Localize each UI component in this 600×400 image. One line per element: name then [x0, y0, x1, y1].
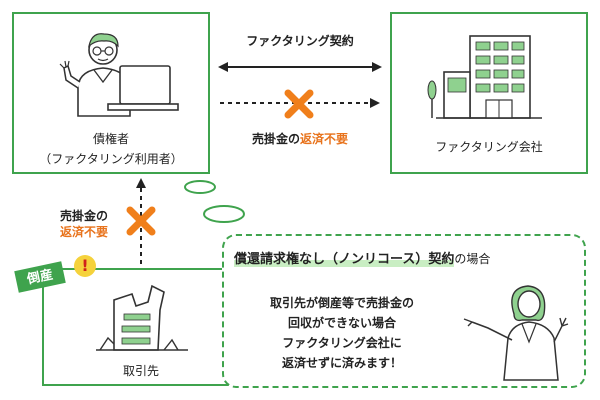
no-repayment-top-emphasis: 返済不要	[300, 132, 349, 146]
debtor-box: 取引先	[42, 268, 240, 386]
no-repayment-top-label: 売掛金の返済不要	[218, 130, 382, 147]
creditor-label: 債権者	[92, 132, 129, 146]
non-recourse-body-line3: ファクタリング会社に	[282, 336, 402, 350]
person-with-laptop-icon	[59, 33, 179, 117]
no-repayment-left-line2: 返済不要	[59, 225, 108, 239]
no-repayment-left-line1: 売掛金の	[59, 209, 108, 223]
bankruptcy-badge-label: 倒産	[25, 267, 55, 288]
non-recourse-body-line1: 取引先が倒産等で売掛金の	[269, 296, 414, 310]
factoring-company-box: ファクタリング会社	[390, 12, 588, 174]
cross-icon	[126, 206, 156, 236]
non-recourse-panel: 償還請求権なし（ノンリコース）契約の場合 取引先が倒産等で売掛金の 回収ができな…	[222, 234, 586, 388]
non-recourse-title-emphasis: 償還請求権なし（ノンリコース）契約	[234, 252, 455, 267]
non-recourse-body-line4: 返済せずに済みます！	[281, 356, 402, 370]
no-repayment-top-prefix: 売掛金の	[251, 132, 300, 146]
factoring-company-label: ファクタリング会社	[435, 140, 543, 154]
alert-mark: !	[81, 256, 89, 275]
thought-bubble-dots	[184, 180, 245, 223]
contract-label: ファクタリング契約	[246, 34, 354, 48]
creditor-box: 債権者 （ファクタリング利用者）	[12, 12, 210, 174]
woman-pointing-icon	[463, 285, 569, 381]
debtor-label: 取引先	[122, 364, 159, 378]
non-recourse-title: 償還請求権なし（ノンリコース）契約の場合	[234, 248, 490, 267]
creditor-sublabel: （ファクタリング利用者）	[39, 152, 183, 166]
alert-icon: !	[74, 255, 96, 277]
collapsed-building-icon	[96, 284, 188, 351]
debtor-dashed-arrow	[136, 178, 146, 268]
non-recourse-title-suffix: の場合	[454, 252, 491, 266]
office-building-icon	[427, 35, 542, 119]
contract-double-arrow	[218, 62, 382, 72]
non-recourse-body-line2: 回収ができない場合	[287, 316, 396, 330]
cross-icon	[284, 89, 314, 119]
